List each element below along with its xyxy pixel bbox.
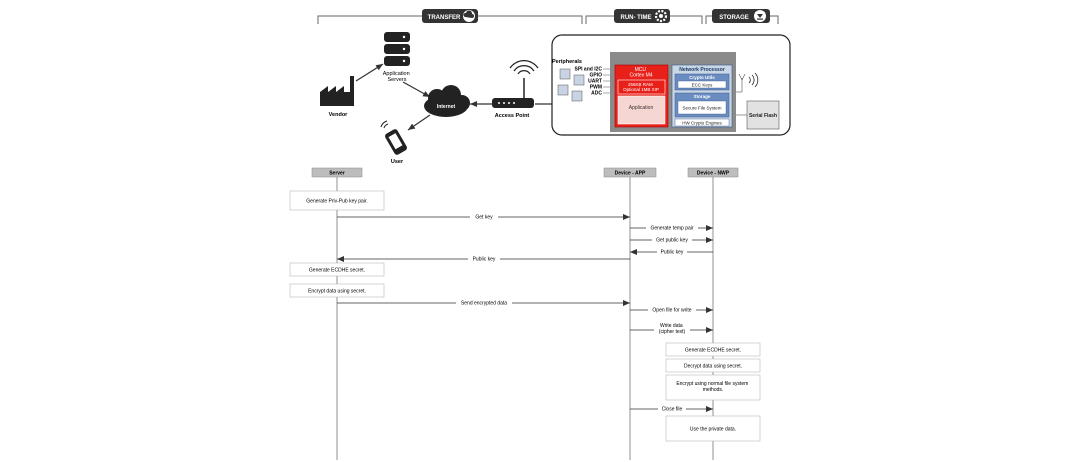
phase-header-runtime: RUN- TIME — [585, 9, 703, 24]
ram-label: 256KB RAM Optional 1MB XIP — [623, 82, 659, 92]
peripheral-item: UART — [588, 79, 602, 85]
storage-block-label: Storage — [694, 94, 711, 99]
svg-text:Generate ECDHE secret.: Generate ECDHE secret. — [685, 348, 741, 354]
factory-icon — [320, 76, 354, 106]
serial-flash-block — [746, 100, 780, 130]
lane-header-device-app: Device - APP — [603, 167, 657, 178]
svg-text:Send encrypted data: Send encrypted data — [461, 301, 507, 307]
vendor-label: Vendor — [329, 112, 349, 118]
hw-crypto-label: HW Crypto Engines — [682, 121, 722, 126]
transfer-label: TRANSFER — [428, 15, 461, 21]
smartphone-icon — [380, 120, 407, 155]
application-servers-label: Application Servers — [383, 71, 411, 83]
peripheral-item: GPIO — [589, 73, 602, 79]
msg-public-key-nwp: Public key — [630, 248, 713, 256]
svg-text:Get public key: Get public key — [656, 238, 688, 244]
svg-text:Open file for write: Open file for write — [652, 308, 691, 314]
svg-text:Device - NWP: Device - NWP — [697, 171, 730, 177]
phase-header-storage: STORAGE — [705, 9, 779, 24]
msg-send-encrypted-data: Send encrypted data — [337, 299, 630, 307]
msg-get-public-key: Get public key — [630, 236, 713, 244]
antenna-icon — [736, 72, 759, 93]
svg-text:Get key: Get key — [475, 215, 493, 221]
peripheral-item: SPI and I2C — [574, 67, 602, 73]
note-generate-key-pair: Generate Priv-Pub key pair. — [289, 190, 385, 211]
internet-cloud-icon — [424, 85, 470, 117]
access-point-icon — [492, 60, 539, 108]
download-icon — [754, 10, 766, 22]
note-decrypt-nwp: Decrypt data using secret. — [665, 358, 761, 373]
msg-get-key: Get key — [337, 213, 630, 221]
serial-flash-label: Serial Flash — [749, 113, 777, 119]
peripheral-item: PWM — [590, 85, 602, 91]
crypto-utils-label: Crypto Utils — [689, 75, 715, 80]
application-label: Application — [629, 105, 654, 111]
runtime-label: RUN- TIME — [621, 15, 652, 21]
internet-label: Internet — [437, 104, 456, 110]
note-encrypt-server: Encrypt data using secret. — [289, 283, 385, 298]
lane-header-device-nwp: Device - NWP — [687, 167, 739, 178]
mcu-label: MCU Cortex M4 — [629, 67, 652, 79]
svg-text:Decrypt data using secret.: Decrypt data using secret. — [684, 364, 742, 370]
phase-header-transfer: TRANSFER — [317, 9, 583, 24]
msg-close-file: Close file — [630, 405, 713, 413]
svg-text:Encrypt data using secret.: Encrypt data using secret. — [308, 289, 366, 295]
lane-header-server: Server — [311, 167, 363, 178]
note-use-private-data: Use the private data. — [665, 415, 761, 442]
gear-icon — [654, 9, 668, 23]
svg-text:Generate ECDHE secret.: Generate ECDHE secret. — [309, 268, 365, 274]
peripherals-title: Peripherals — [552, 59, 582, 65]
svg-text:Generate temp pair: Generate temp pair — [650, 226, 693, 232]
msg-generate-temp-pair: Generate temp pair — [630, 224, 713, 232]
peripheral-chip-icons — [557, 68, 585, 102]
svg-text:Public key: Public key — [661, 250, 684, 256]
svg-text:Device - APP: Device - APP — [615, 171, 646, 177]
svg-text:Write data (cipher text): Write data (cipher text) — [659, 323, 686, 335]
msg-public-key-server: Public key — [337, 255, 630, 263]
note-generate-ecdhe-server: Generate ECDHE secret. — [289, 262, 385, 277]
peripheral-item: ADC — [591, 91, 602, 97]
msg-open-file-for-write: Open file for write — [630, 306, 713, 314]
note-generate-ecdhe-nwp: Generate ECDHE secret. — [665, 342, 761, 357]
msg-write-data: Write data (cipher text) — [630, 322, 713, 336]
note-encrypt-fs: Encrypt using normal file system methods… — [665, 374, 761, 401]
access-point-label: Access Point — [495, 113, 530, 119]
server-stack-icon — [384, 32, 410, 66]
svg-text:Public key: Public key — [473, 257, 496, 263]
user-label: User — [391, 159, 404, 165]
svg-text:Server: Server — [329, 171, 345, 177]
svg-text:Use the private data.: Use the private data. — [690, 427, 736, 433]
cloud-sync-icon — [463, 10, 475, 22]
secure-fs-label: Secure File System — [682, 106, 721, 111]
storage-label: STORAGE — [719, 15, 749, 21]
svg-text:Generate Priv-Pub key pair.: Generate Priv-Pub key pair. — [306, 199, 367, 205]
svg-text:Close file: Close file — [662, 407, 683, 413]
svg-text:Encrypt using normal file syst: Encrypt using normal file system methods… — [676, 381, 749, 393]
network-processor-label: Network Processor — [679, 67, 725, 73]
ecc-keys-label: ECC Keys — [692, 83, 714, 88]
